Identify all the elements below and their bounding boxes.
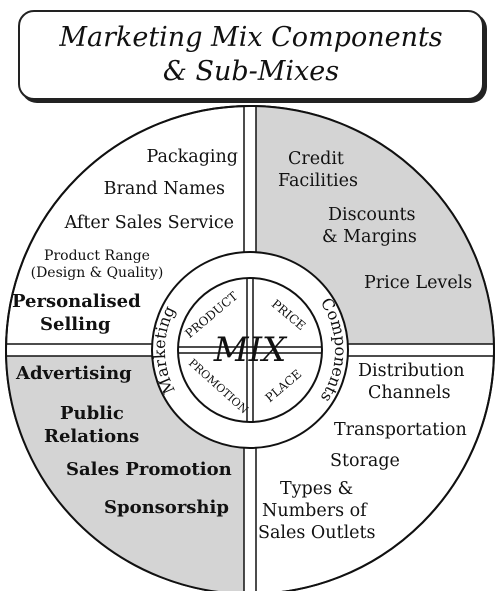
- price-discounts: Discounts: [328, 205, 416, 225]
- place-numbers-of: Numbers of: [262, 501, 367, 521]
- promotion-sales-promotion: Sales Promotion: [66, 459, 232, 480]
- product-brand-names: Brand Names: [103, 179, 225, 199]
- price-facilities: Facilities: [278, 171, 358, 191]
- product-personalised: Personalised: [12, 291, 141, 312]
- product-range-line2: (Design & Quality): [30, 265, 164, 281]
- place-transportation: Transportation: [334, 420, 467, 440]
- product-after-sales: After Sales Service: [64, 213, 234, 233]
- promotion-advertising: Advertising: [16, 363, 132, 384]
- product-range-line1: Product Range: [44, 248, 150, 264]
- mix-label: MIX: [213, 330, 288, 370]
- place-storage: Storage: [330, 451, 400, 471]
- promotion-sponsorship: Sponsorship: [104, 497, 229, 518]
- title-box: Marketing Mix Components & Sub-Mixes: [18, 10, 484, 100]
- place-distribution: Distribution: [358, 361, 465, 381]
- product-packaging: Packaging: [146, 147, 238, 167]
- price-levels: Price Levels: [364, 273, 473, 293]
- inner-circle: [177, 277, 323, 423]
- price-margins: & Margins: [322, 227, 417, 247]
- title-line-1: Marketing Mix Components: [59, 22, 443, 53]
- promotion-public: Public: [60, 403, 124, 424]
- price-credit: Credit: [288, 149, 344, 169]
- place-types: Types &: [280, 479, 354, 499]
- place-channels: Channels: [368, 383, 451, 403]
- place-sales-outlets: Sales Outlets: [258, 523, 376, 543]
- promotion-relations: Relations: [44, 426, 140, 447]
- product-selling: Selling: [40, 314, 111, 335]
- title-line-2: & Sub-Mixes: [162, 56, 340, 87]
